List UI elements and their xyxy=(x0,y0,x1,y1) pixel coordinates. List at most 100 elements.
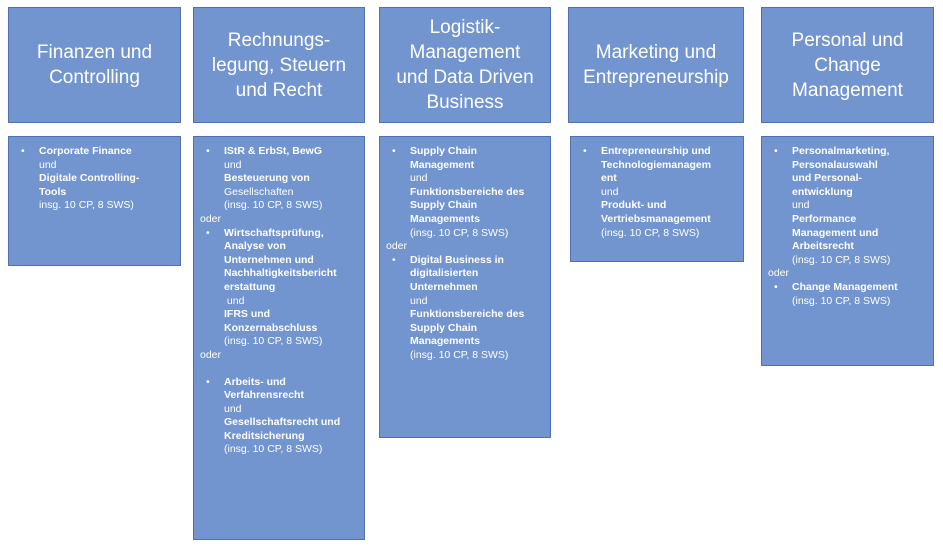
header-line: und Data Driven xyxy=(396,67,534,88)
item-line: IFRS und xyxy=(224,308,271,321)
oder-label: oder xyxy=(768,267,790,280)
item-line: Arbeitsrecht xyxy=(792,240,854,253)
header-line: Logistik- xyxy=(429,17,501,38)
item-line: Corporate Finance xyxy=(39,145,132,157)
item-line: Wirtschaftsprüfung, xyxy=(224,226,324,239)
list-item: • IStR & ErbSt, BewG und Besteuerung von… xyxy=(206,145,358,213)
header-line: Management xyxy=(409,42,521,63)
item-line: Besteuerung von xyxy=(224,172,310,185)
bullet-icon: • xyxy=(774,145,778,157)
item-line: und xyxy=(410,294,428,307)
item-line: und xyxy=(224,402,242,415)
item-line: Management und xyxy=(792,226,879,239)
content-box-logistik: • Supply Chain Management und Funktionsb… xyxy=(379,136,551,438)
item-line: Personalmarketing, xyxy=(792,145,890,157)
item-line: Analyse von xyxy=(224,240,286,253)
header-line: Change xyxy=(814,54,881,76)
item-line: Tools xyxy=(39,185,67,198)
list-item: • Personalmarketing, Personalauswahl und… xyxy=(774,145,927,267)
item-line: Funktionsbereiche des xyxy=(410,185,525,198)
oder-label: oder xyxy=(386,240,408,253)
bullet-icon: • xyxy=(774,280,778,293)
item-line: IStR & ErbSt, BewG xyxy=(224,145,323,157)
header-box-logistik: Logistik- Management und Data Driven Bus… xyxy=(379,7,551,123)
item-line: Supply Chain xyxy=(410,321,478,334)
item-line: und xyxy=(224,158,242,171)
content-box-finanzen-controlling: • Corporate Finance und Digitale Control… xyxy=(8,136,181,266)
header-line: Rechnungs- xyxy=(227,29,331,51)
item-line: und Personal- xyxy=(792,172,863,185)
content-box-marketing: • Entrepreneurship und Technologiemanage… xyxy=(570,136,744,262)
item-line: Unternehmen und xyxy=(224,253,314,266)
header-line: Entrepreneurship xyxy=(583,67,729,88)
item-line: (insg. 10 CP, 8 SWS) xyxy=(224,335,323,348)
item-line: Gesellschaftsrecht und xyxy=(224,416,341,429)
item-line: Management xyxy=(410,158,475,171)
header-line: Finanzen und xyxy=(36,42,153,63)
item-line: entwicklung xyxy=(792,185,853,198)
list-item: • Change Management (insg. 10 CP, 8 SWS) xyxy=(774,281,927,308)
item-line: Digital Business in xyxy=(410,253,504,266)
item-line: insg. 10 CP, 8 SWS) xyxy=(39,199,134,212)
item-line: und xyxy=(39,158,57,171)
header-line: Controlling xyxy=(49,67,140,88)
item-line: und xyxy=(224,294,245,307)
item-line: Supply Chain xyxy=(410,145,478,157)
bullet-icon: • xyxy=(206,145,210,157)
item-line: und xyxy=(601,185,619,198)
item-line: Personalauswahl xyxy=(792,158,878,171)
item-line: Vertriebsmanagement xyxy=(601,212,711,225)
header-line: legung, Steuern xyxy=(211,54,347,76)
item-line: Supply Chain xyxy=(410,199,478,212)
item-line: (insg. 10 CP, 8 SWS) xyxy=(792,253,891,266)
item-line: erstattung xyxy=(224,280,276,293)
item-line: (insg. 10 CP, 8 SWS) xyxy=(601,226,700,239)
list-item: • Digital Business in digitalisierten Un… xyxy=(392,254,544,363)
oder-label: oder xyxy=(200,212,222,225)
header-line: Marketing und xyxy=(595,42,717,63)
item-line: Gesellschaften xyxy=(224,185,294,198)
list-item: • Arbeits- und Verfahrensrecht und Gesel… xyxy=(206,376,358,458)
item-line: ent xyxy=(601,172,617,185)
item-line: Kreditsicherung xyxy=(224,429,305,442)
header-box-personal: Personal und Change Management xyxy=(761,7,934,123)
header-box-finanzen-controlling: Finanzen und Controlling xyxy=(8,7,181,123)
list-item: • Corporate Finance und Digitale Control… xyxy=(21,145,174,213)
item-line: Digitale Controlling- xyxy=(39,172,140,185)
header-line: und Recht xyxy=(235,79,323,101)
item-line: Change Management xyxy=(792,280,898,293)
item-line: Performance xyxy=(792,212,857,225)
item-line: Managements xyxy=(410,335,481,348)
list-item: • Supply Chain Management und Funktionsb… xyxy=(392,145,544,240)
item-line: (insg. 10 CP, 8 SWS) xyxy=(410,348,509,361)
item-line: und xyxy=(792,199,810,212)
item-line: (insg. 10 CP, 8 SWS) xyxy=(224,443,323,456)
header-line: Personal und xyxy=(791,29,904,51)
item-line: (insg. 10 CP, 8 SWS) xyxy=(792,294,891,307)
item-line: Funktionsbereiche des xyxy=(410,308,525,321)
header-line: Business xyxy=(426,92,504,113)
bullet-icon: • xyxy=(392,253,396,266)
oder-label: oder xyxy=(200,348,222,361)
item-line: Technologiemanagem xyxy=(601,158,712,171)
header-box-rechnungslegung: Rechnungs- legung, Steuern und Recht xyxy=(193,7,365,123)
item-line: Produkt- und xyxy=(601,199,667,212)
item-line: Konzernabschluss xyxy=(224,321,318,334)
item-line: und xyxy=(410,172,428,185)
item-line: digitalisierten xyxy=(410,267,479,280)
list-item: • Wirtschaftsprüfung, Analyse von Untern… xyxy=(206,227,358,349)
item-line: Entrepreneurship und xyxy=(601,145,711,157)
item-line: (insg. 10 CP, 8 SWS) xyxy=(224,199,323,212)
bullet-icon: • xyxy=(583,145,587,157)
item-line: Arbeits- und xyxy=(224,375,286,388)
bullet-icon: • xyxy=(21,145,25,157)
item-line: Nachhaltigkeitsbericht xyxy=(224,267,337,280)
item-line: Managements xyxy=(410,212,481,225)
header-line: Management xyxy=(792,79,903,101)
content-box-rechnungslegung: • IStR & ErbSt, BewG und Besteuerung von… xyxy=(193,136,365,540)
item-line: (insg. 10 CP, 8 SWS) xyxy=(410,226,509,239)
list-item: • Entrepreneurship und Technologiemanage… xyxy=(583,145,737,240)
content-box-personal: • Personalmarketing, Personalauswahl und… xyxy=(761,136,934,366)
bullet-icon: • xyxy=(206,226,210,239)
header-box-marketing: Marketing und Entrepreneurship xyxy=(568,7,744,123)
